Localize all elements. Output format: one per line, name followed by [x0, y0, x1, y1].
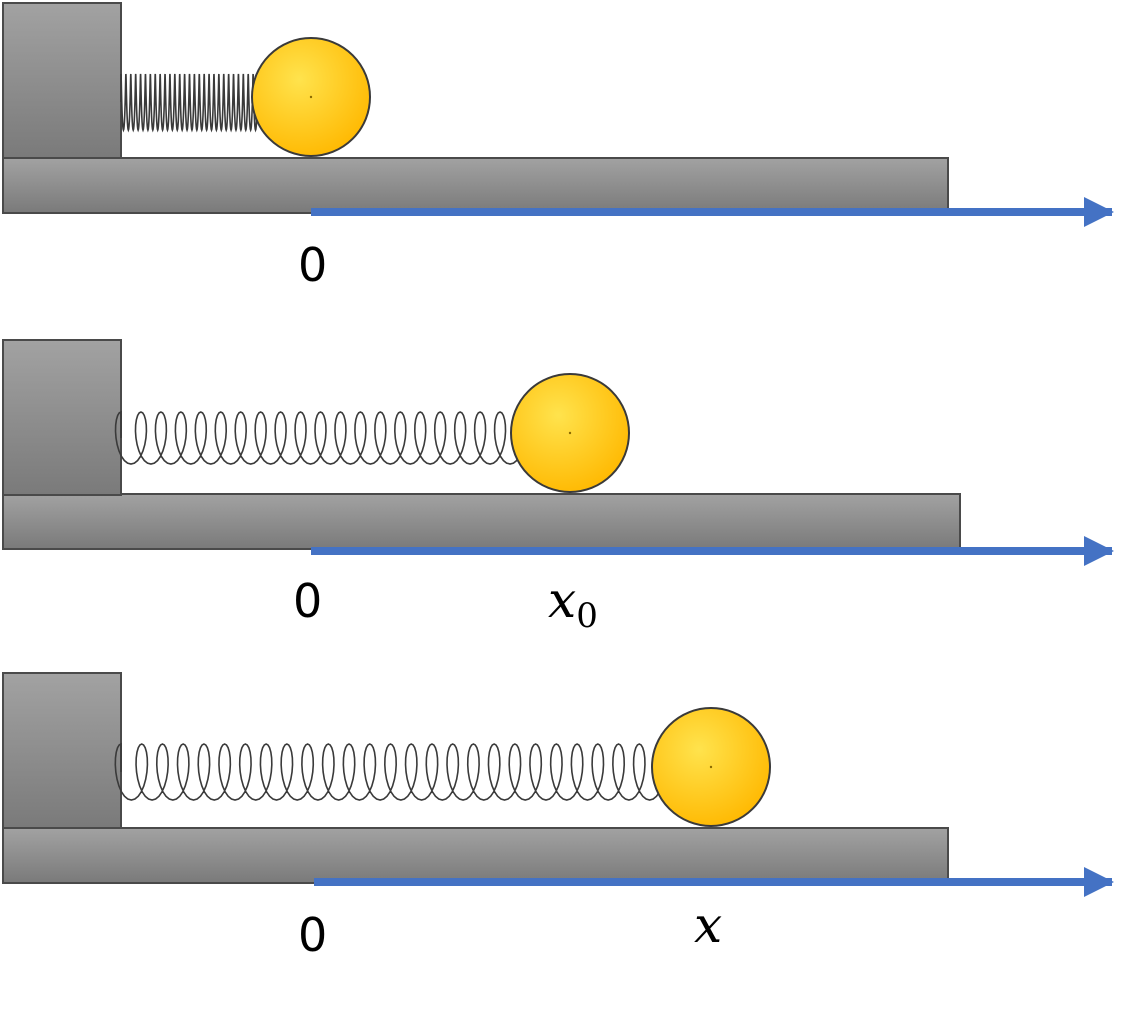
wall-block — [2, 2, 122, 159]
panel-3 — [2, 672, 1114, 897]
x-axis-arrowhead — [1084, 536, 1114, 566]
spring — [114, 742, 667, 801]
floor-bar — [2, 827, 949, 884]
ball-center-dot — [568, 431, 572, 435]
origin-label-panel-3: 0 — [298, 908, 328, 962]
spring — [114, 410, 527, 465]
position-label-panel-3: x — [694, 896, 723, 954]
position-subscript: 0 — [576, 596, 598, 636]
ball-center-dot — [309, 95, 313, 99]
spring — [120, 73, 259, 133]
floor-bar — [2, 493, 961, 550]
wall-block — [2, 672, 122, 829]
floor-bar — [2, 157, 949, 214]
panel-1 — [2, 2, 1114, 227]
position-label-panel-2: x0 — [548, 575, 598, 633]
origin-label-panel-2: 0 — [293, 574, 323, 628]
wall-block — [2, 339, 122, 496]
panel-2 — [2, 339, 1114, 566]
ball-center-dot — [709, 765, 713, 769]
x-axis-arrowhead — [1084, 867, 1114, 897]
origin-label-panel-1: 0 — [298, 238, 328, 292]
position-variable-x: x — [548, 571, 577, 629]
x-axis-arrowhead — [1084, 197, 1114, 227]
